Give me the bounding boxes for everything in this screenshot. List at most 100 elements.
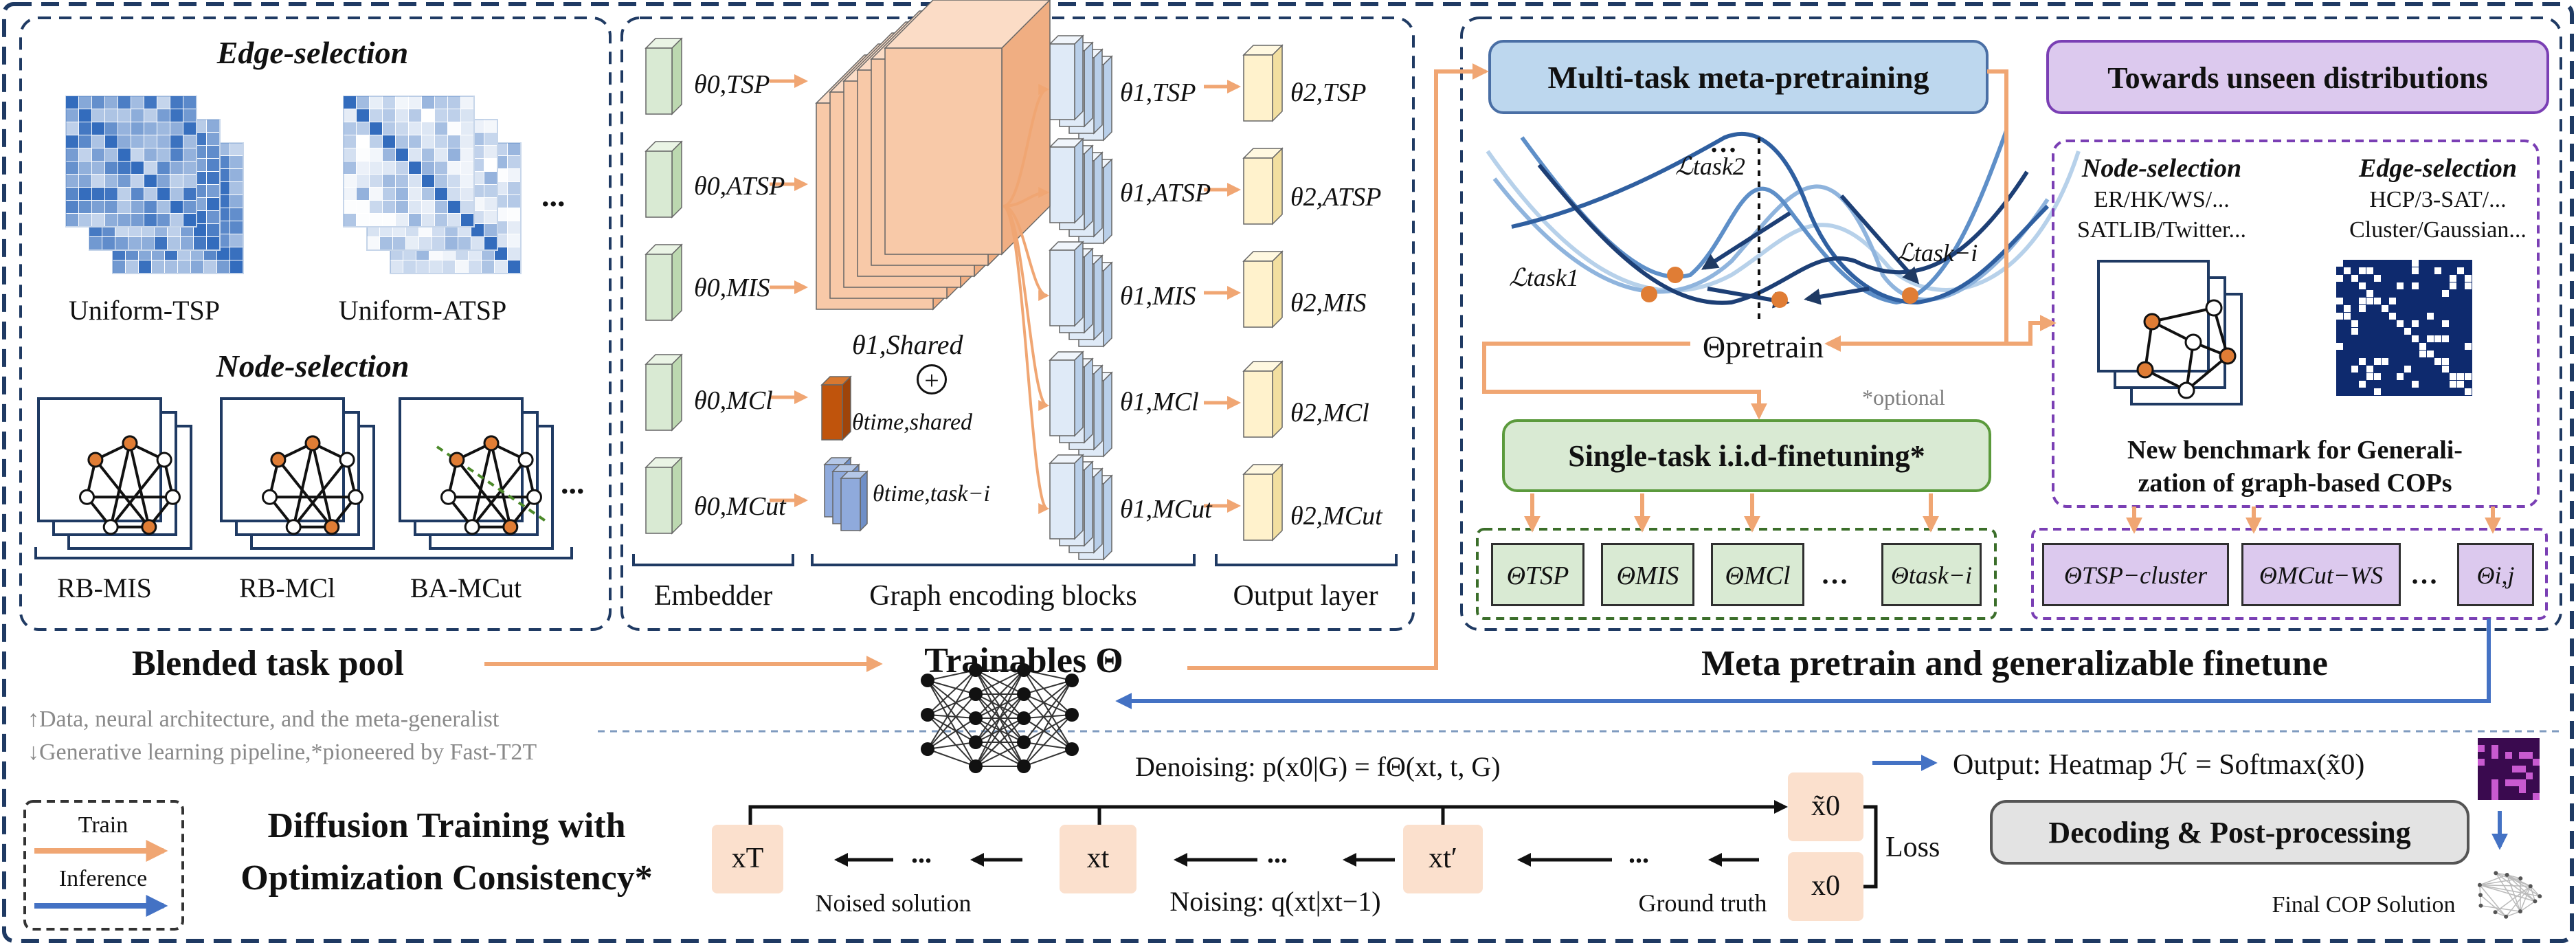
unseen-node [2205, 299, 2223, 317]
cop-node [2504, 914, 2509, 919]
theta0-mcut: θ0,MCut [694, 492, 786, 521]
encoding-block [1049, 34, 1084, 121]
nn-edge [927, 693, 976, 750]
theta1-mcl: θ1,MCl [1120, 388, 1199, 416]
output-heatmap-label: Output: Heatmap ℋ = Softmax(x̃0) [1953, 749, 2365, 781]
unseen-heatmap-cell [2434, 358, 2441, 365]
unseen-heatmap-cell [2442, 335, 2449, 342]
graph-node [440, 489, 457, 505]
param-tsp-cluster-label: ΘTSP−cluster [2063, 562, 2208, 589]
cop-edge [2520, 886, 2531, 912]
cop-edge [2530, 885, 2540, 897]
legend-box [23, 800, 184, 931]
graph-edge [490, 443, 512, 528]
unseen-heatmap-cell [2419, 351, 2426, 357]
unseen-heatmap-cell [2427, 351, 2434, 357]
neural-network-icon [921, 663, 1079, 773]
nn-edge [1023, 742, 1073, 750]
unseen-heatmap-cell [2336, 275, 2343, 282]
nn-edge [927, 718, 976, 750]
nn-node [1017, 735, 1031, 749]
unseen-heatmap-cell [2382, 358, 2388, 365]
nn-edge [927, 680, 976, 743]
unseen-heatmap-cell [2366, 298, 2373, 304]
graph-node [262, 489, 278, 505]
cop-edge [2507, 874, 2531, 887]
nn-node [1017, 759, 1031, 773]
param-box-task-i: Θtask−i [1881, 543, 1982, 606]
heatmap-cell [2491, 793, 2498, 800]
unseen-heatmap-cell [2457, 373, 2464, 380]
cop-edge [2480, 894, 2507, 918]
cop-node [2478, 893, 2483, 898]
cop-edge [2506, 874, 2521, 912]
theta2-mcl: θ2,MCl [1290, 399, 1369, 427]
diffusion-title-line2: Optimization Consistency* [240, 858, 653, 898]
param-mcl-label: ΘMCl [1725, 562, 1791, 590]
nn-edge [1023, 680, 1073, 695]
unseen-heatmap-cell [2366, 267, 2373, 274]
cop-edge [2495, 872, 2521, 912]
cop-edge [2479, 884, 2531, 887]
graph-node [102, 519, 119, 535]
node-selection-title: Node-selection [216, 348, 410, 383]
graph-node [285, 519, 302, 535]
loss-minima [1641, 267, 1918, 308]
nn-edge [975, 718, 1024, 767]
cop-node [2493, 910, 2498, 915]
cop-node [2528, 884, 2533, 889]
nn-edge [927, 714, 976, 767]
fanout-arrow [1003, 205, 1050, 301]
unseen-heatmap-cell [2389, 313, 2396, 320]
heatmap-layer [65, 96, 197, 227]
fanout-arrow [1003, 84, 1050, 208]
unseen-heatmap-cell [2404, 366, 2411, 373]
unseen-node [2177, 381, 2195, 399]
embedder-block [645, 353, 683, 432]
graph-edge [94, 458, 150, 528]
unseen-title-box [2046, 40, 2549, 114]
heatmap-cell [2491, 786, 2498, 793]
nn-edge [1023, 714, 1073, 719]
unseen-heatmap-cell [2457, 381, 2464, 388]
nn-edge [1023, 693, 1073, 750]
legend-inference-label: Inference [58, 866, 148, 891]
legend-train-label: Train [78, 812, 128, 838]
heatmap-cell [2505, 779, 2512, 786]
unseen-heatmap-cell [2359, 282, 2366, 289]
cop-node [2533, 899, 2538, 904]
unseen-heatmap-cell [2374, 373, 2381, 380]
param-box-tsp-cluster: ΘTSP−cluster [2042, 543, 2229, 606]
heatmap-cell [2519, 752, 2526, 759]
heatmap-cell [2519, 779, 2526, 786]
graph-node [164, 489, 181, 505]
unseen-heatmap-cell [2419, 343, 2426, 350]
nn-edge [1023, 669, 1073, 681]
label-ba-mcut: BA-MCut [410, 572, 522, 603]
cop-node [2478, 903, 2483, 908]
theta-pretrain: Θpretrain [1702, 329, 1824, 364]
cop-edge [2530, 886, 2536, 902]
unseen-heatmap-cell [2412, 320, 2419, 327]
nn-edge [927, 693, 976, 715]
nn-node [1017, 711, 1031, 725]
nn-edge [1023, 714, 1073, 743]
encoding-block [1049, 351, 1084, 437]
nn-edge [1023, 680, 1073, 719]
nn-node [1065, 708, 1079, 722]
theta-time-shared: θtime,shared [852, 410, 973, 435]
graph-node [304, 435, 321, 452]
embedder-block [645, 243, 683, 322]
graph-node [464, 519, 480, 535]
graph-node [449, 452, 465, 468]
param-ij-label: Θi,j [2476, 562, 2515, 589]
unseen-heatmap-cell [2374, 388, 2381, 395]
param-box-tsp: ΘTSP [1491, 543, 1584, 606]
unseen-heatmap-cell [2397, 320, 2404, 327]
noised-solution-label: Noised solution [815, 889, 972, 917]
graph-node [141, 519, 157, 535]
embedder-bracket [632, 554, 794, 566]
graph-node [526, 489, 542, 505]
heatmap-cell [2526, 752, 2533, 759]
